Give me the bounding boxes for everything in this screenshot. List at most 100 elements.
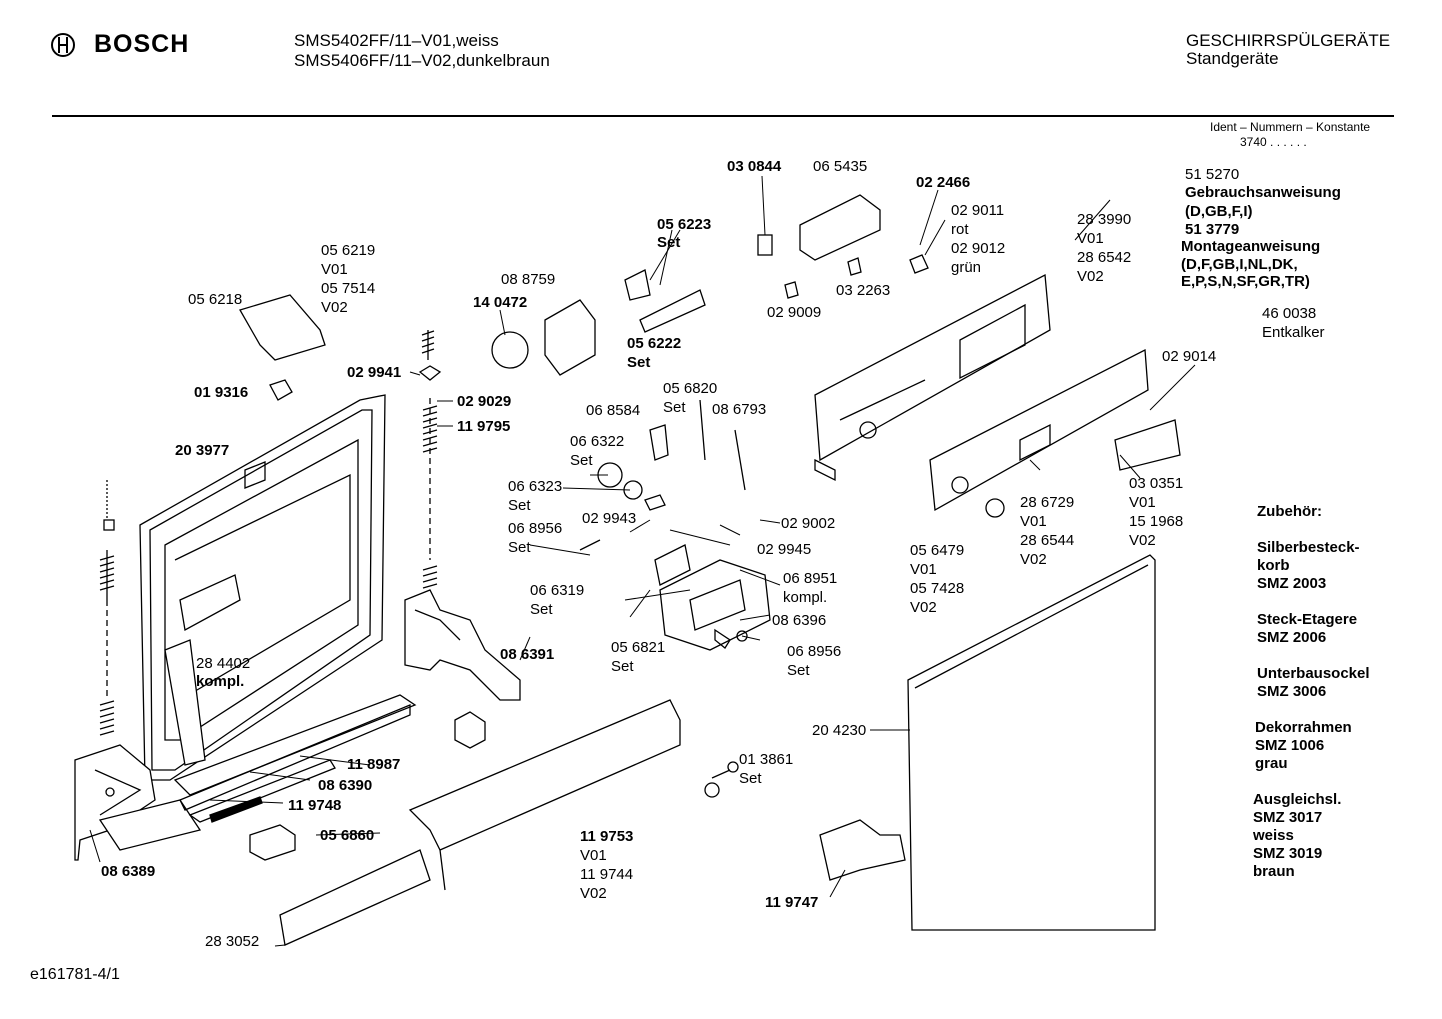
part-029943: 02 9943 <box>582 510 636 527</box>
part-140472: 14 0472 <box>473 294 527 311</box>
part-056219-v01: V01 <box>321 261 348 278</box>
doc-2-title: Montageanweisung <box>1181 238 1321 255</box>
part-057514-v02: V02 <box>321 299 348 316</box>
part-022466: 02 2466 <box>916 174 970 191</box>
center-springs <box>418 330 442 589</box>
doc-2-languages-2: E,P,S,N,SF,GR,TR) <box>1181 273 1310 290</box>
part-066323: 06 6323 <box>508 478 562 495</box>
screw-and-cap <box>704 761 739 798</box>
part-119753-v01: V01 <box>580 847 607 864</box>
doc-2-languages: (D,F,GB,I,NL,DK, <box>1181 256 1298 273</box>
part-086793: 08 6793 <box>712 401 766 418</box>
bottom-rails <box>164 639 417 823</box>
part-086389: 08 6389 <box>101 863 155 880</box>
part-013861-set: Set <box>739 770 762 787</box>
part-029002: 02 9002 <box>781 515 835 532</box>
part-284402-kompl: kompl. <box>196 673 244 690</box>
ident-label: Ident – Nummern – Konstante <box>1210 120 1371 134</box>
accessories-heading: Zubehör: <box>1257 503 1322 520</box>
doc-2-number: 51 3779 <box>1185 221 1240 238</box>
part-203977: 20 3977 <box>175 442 229 459</box>
part-119753: 11 9753 <box>580 828 633 845</box>
part-283990: 28 3990 <box>1077 211 1131 228</box>
part-029009: 02 9009 <box>767 304 821 321</box>
part-119744-v02: V02 <box>580 885 607 902</box>
category-line-1: GESCHIRRSPÜLGERÄTE <box>1186 31 1391 50</box>
control-panel-upper <box>814 273 1051 482</box>
part-066322-set: Set <box>570 452 593 469</box>
part-066323-set: Set <box>508 497 531 514</box>
bosch-armature-icon <box>51 32 75 57</box>
part-056820: 05 6820 <box>663 380 717 397</box>
part-119744: 11 9744 <box>580 866 633 883</box>
part-119748: 11 9748 <box>288 797 341 814</box>
acc-2-l2: SMZ 2006 <box>1257 629 1327 646</box>
part-056219: 05 6219 <box>321 242 375 259</box>
part-286544-v02: V02 <box>1020 551 1047 568</box>
part-286542: 28 6542 <box>1077 249 1131 266</box>
acc-3-l1: Unterbausockel <box>1257 665 1370 682</box>
part-068584: 06 8584 <box>586 402 640 419</box>
part-057428: 05 7428 <box>910 580 964 597</box>
acc-4-l2: SMZ 1006 <box>1255 737 1325 754</box>
door-outer-panel <box>819 554 1156 931</box>
door-lock-assembly <box>579 399 771 651</box>
part-086390: 08 6390 <box>318 777 372 794</box>
part-029011: 02 9011 <box>951 202 1004 219</box>
part-029012: 02 9012 <box>951 240 1005 257</box>
header-rule <box>52 115 1394 117</box>
part-068951: 06 8951 <box>783 570 837 587</box>
small-brackets <box>239 294 486 861</box>
acc-5-l2: SMZ 3017 <box>1253 809 1323 826</box>
part-283990-v01: V01 <box>1077 230 1104 247</box>
acc-4-l1: Dekorrahmen <box>1255 719 1352 736</box>
door-hinge <box>74 744 202 861</box>
part-068956b: 06 8956 <box>787 643 841 660</box>
timer-and-switches <box>491 194 929 376</box>
acc-2-l1: Steck-Etagere <box>1257 611 1358 628</box>
part-030844: 03 0844 <box>727 158 782 175</box>
part-030351-v01: V01 <box>1129 494 1156 511</box>
part-013861: 01 3861 <box>739 751 793 768</box>
acc-3-l2: SMZ 3006 <box>1257 683 1327 700</box>
part-029014: 02 9014 <box>1162 348 1216 365</box>
part-065435: 06 5435 <box>813 158 867 175</box>
doc-1-languages: (D,GB,F,I) <box>1185 203 1253 220</box>
part-019316: 01 9316 <box>194 384 248 401</box>
acc-5-l1: Ausgleichsl. <box>1253 791 1342 808</box>
acc-1-l3: SMZ 2003 <box>1257 575 1327 592</box>
control-panel-lower <box>929 348 1181 518</box>
part-056222-set: Set <box>627 354 650 371</box>
part-283052: 28 3052 <box>205 933 259 950</box>
part-056223-set: Set <box>657 234 680 251</box>
acc-1-l2: korb <box>1257 557 1290 574</box>
ident-value: 3740 . . . . . . <box>1240 135 1307 149</box>
leader-lines <box>89 175 1196 947</box>
part-056820-set: Set <box>663 399 686 416</box>
acc-5-l4: SMZ 3019 <box>1253 845 1323 862</box>
acc-5-l5: braun <box>1253 863 1295 880</box>
part-056479-v01: V01 <box>910 561 937 578</box>
part-056479: 05 6479 <box>910 542 964 559</box>
part-284402: 28 4402 <box>196 655 250 672</box>
brand-name: BOSCH <box>94 30 190 58</box>
part-151968: 15 1968 <box>1129 513 1183 530</box>
part-119747: 11 9747 <box>765 894 818 911</box>
part-068951-kompl: kompl. <box>783 589 827 606</box>
part-068956b-set: Set <box>787 662 810 679</box>
part-119795: 11 9795 <box>457 418 510 435</box>
part-057428-v02: V02 <box>910 599 937 616</box>
category-line-2: Standgeräte <box>1186 49 1279 68</box>
part-086391: 08 6391 <box>500 646 554 663</box>
acc-4-l3: grau <box>1255 755 1288 772</box>
part-086396: 08 6396 <box>772 612 826 629</box>
part-068956a: 06 8956 <box>508 520 562 537</box>
bosch-logo: BOSCH <box>50 30 189 59</box>
part-030351: 03 0351 <box>1129 475 1183 492</box>
part-029029: 02 9029 <box>457 393 511 410</box>
doc-1-title: Gebrauchsanweisung <box>1185 184 1341 201</box>
part-056218: 05 6218 <box>188 291 242 308</box>
part-rot: rot <box>951 221 969 238</box>
part-057514: 05 7514 <box>321 280 375 297</box>
